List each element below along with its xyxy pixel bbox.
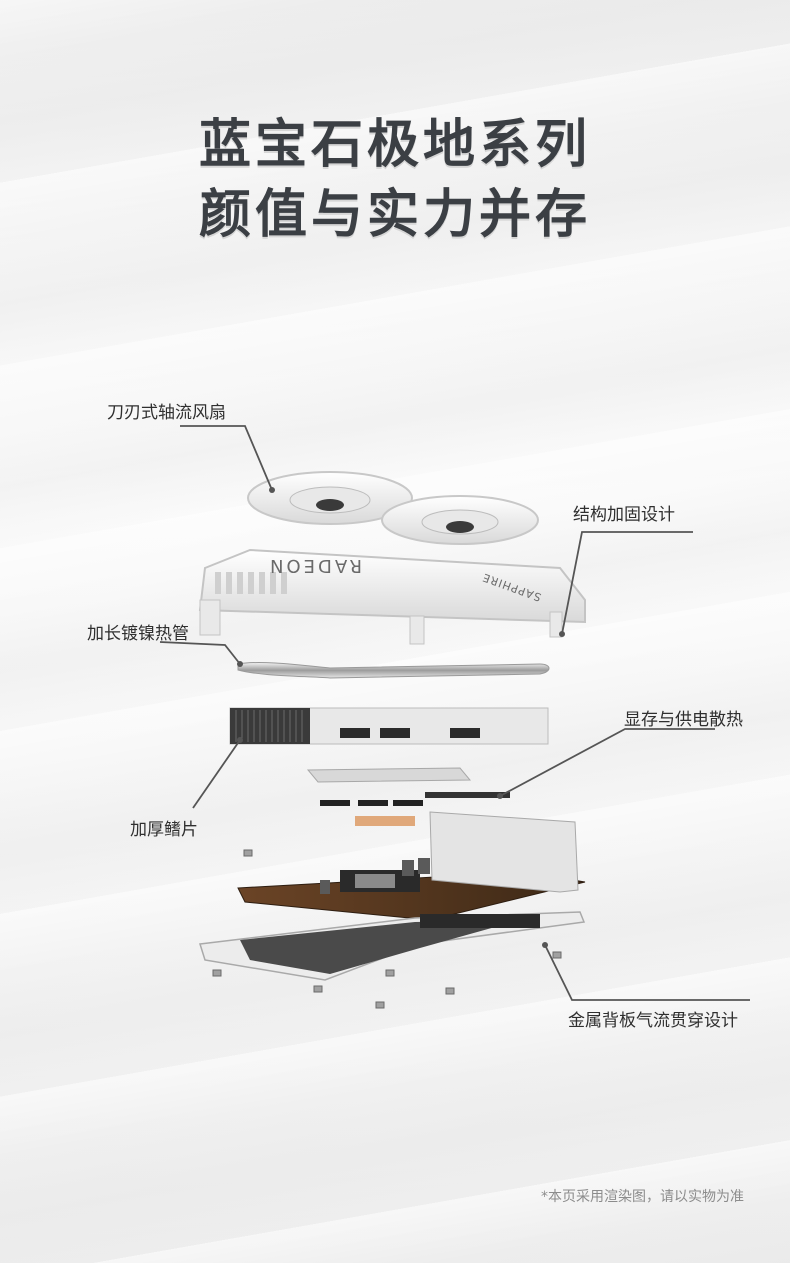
- leader-fan: [180, 425, 273, 491]
- fan-right-center: [446, 521, 474, 533]
- leader-heatpipe: [159, 641, 241, 665]
- pcb-board: [237, 811, 586, 921]
- callout-fan: 刀刃式轴流风扇: [107, 403, 226, 423]
- leader-vram: [499, 728, 715, 797]
- callout-backplate: 金属背板气流贯穿设计: [568, 1011, 738, 1031]
- heatsink: [229, 707, 549, 745]
- leader-structure: [561, 531, 693, 635]
- screws: [212, 849, 562, 1009]
- leader-dots: [237, 487, 565, 948]
- callout-vram: 显存与供电散热: [624, 710, 743, 730]
- render-disclaimer: *本页采用渲染图，请以实物为准: [541, 1189, 744, 1205]
- vram-cooling-plate: [306, 767, 510, 826]
- callout-structure: 结构加固设计: [573, 505, 675, 525]
- heatpipe: [237, 662, 550, 679]
- backplate: [199, 911, 586, 981]
- shroud: [198, 548, 586, 645]
- leader-fins: [192, 739, 241, 809]
- page-title-line1: 蓝宝石极地系列: [198, 115, 591, 175]
- shroud-brand-text: RADEON: [267, 555, 362, 576]
- callout-fins: 加厚鳍片: [130, 820, 198, 840]
- page-title-line2: 颜值与实力并存: [198, 185, 591, 245]
- leader-backplate: [544, 944, 750, 1001]
- leader-lines: [159, 425, 750, 1001]
- fan-assembly: [247, 471, 539, 545]
- fan-left-center: [316, 499, 344, 511]
- callout-heatpipe: 加长镀镍热管: [87, 624, 189, 644]
